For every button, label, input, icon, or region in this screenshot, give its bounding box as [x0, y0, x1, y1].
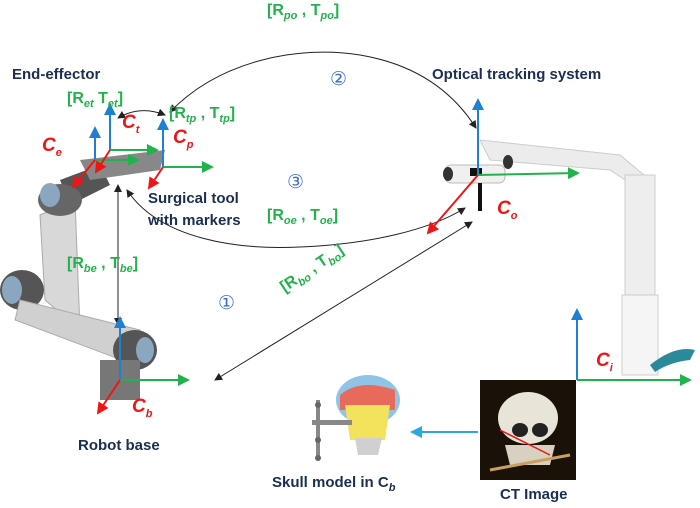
- frame-cp-label: Cp: [173, 127, 194, 151]
- transform-oe-label: [Roe , Toe]: [267, 207, 339, 228]
- robot-base-label: Robot base: [78, 437, 160, 454]
- surgical-tool-label-2: with markers: [148, 212, 241, 229]
- skull-model-label: Skull model in Cb: [272, 474, 396, 494]
- frame-co-axes: [426, 98, 580, 235]
- robot-arm-image: [0, 150, 165, 400]
- end-effector-label: End-effector: [12, 66, 101, 83]
- frame-ce-axes: [71, 126, 140, 189]
- arrow-et: [117, 108, 166, 119]
- transform-be-label: [Rbe , Tbe]: [67, 255, 139, 276]
- frame-ct-label: Ct: [122, 112, 140, 136]
- optical-tracker-image: [443, 139, 695, 376]
- step-1-marker: ①: [218, 293, 236, 314]
- arrow-step2-po: [169, 51, 477, 129]
- arrow-bo: [214, 221, 473, 381]
- frame-cp-axes: [147, 118, 214, 190]
- frame-ct-axes: [94, 103, 159, 174]
- frame-cb-label: Cb: [132, 396, 153, 420]
- frame-ce-label: Ce: [42, 135, 62, 159]
- optical-tracking-label: Optical tracking system: [432, 66, 602, 83]
- transform-po-label: [Rpo , Tpo]: [267, 2, 340, 23]
- frame-cb-axes: [96, 316, 190, 415]
- transform-tp-label: [Rtp , Ttp]: [169, 105, 236, 126]
- surgical-tool-label-1: Surgical tool: [148, 190, 239, 207]
- frame-ci-axes: [571, 308, 692, 386]
- frame-ci-label: Ci: [596, 350, 613, 374]
- step-3-marker: ③: [287, 172, 305, 193]
- ct-image-label: CT Image: [500, 486, 568, 503]
- ct-image: [480, 380, 576, 480]
- transform-et-label: [Ret Tet]: [67, 90, 124, 111]
- step-2-marker: ②: [330, 69, 348, 90]
- skull-model-image: [312, 375, 400, 461]
- frame-co-label: Co: [497, 198, 518, 222]
